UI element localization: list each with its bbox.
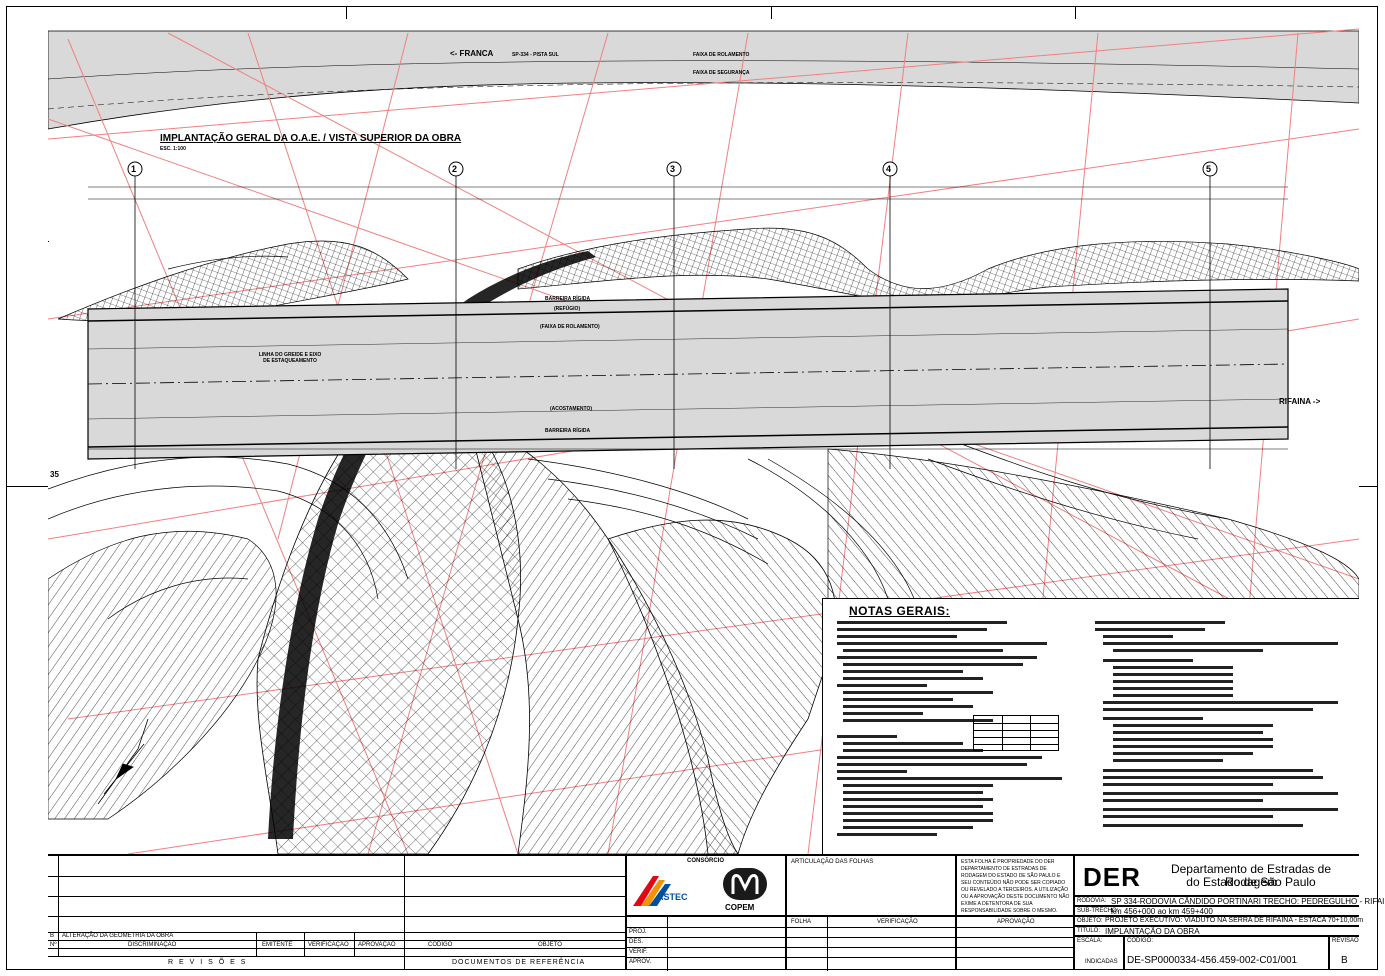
ownership-text: ESTA FOLHA É PROPRIEDADE DO DER DEPARTAM… (961, 859, 1070, 914)
resp-row-verif: VERIF. (629, 949, 648, 955)
responsibles-table: PROJ. DES. VERIF. APROV. (626, 916, 787, 971)
escala-label: ESCALA: (1077, 938, 1103, 944)
deck-refuge-label: (REFÚGIO) (554, 306, 581, 312)
revisao-value: B (1341, 955, 1348, 966)
deck-center-label: LINHA DO GREIDE E EIXO DE ESTAQUEAMENTO (258, 352, 322, 364)
direction-right-label: RIFAINA -> (1279, 397, 1321, 406)
revisao-label: REVISÃO (1332, 938, 1359, 944)
edge-tick (48, 241, 49, 242)
astec-logo: ASTEC (633, 876, 688, 906)
der-name-line-1: Departamento de Estradas de Rodagem (1170, 862, 1332, 889)
rev-header-verification: VERIFICAÇÃO (308, 942, 349, 948)
approval-table: APROVAÇÃO (956, 916, 1075, 970)
drawing-title: IMPLANTAÇÃO GERAL DA O.A.E. / VISTA SUPE… (160, 133, 462, 144)
copem-logo: COPEM (723, 868, 767, 912)
revisions-footer: R E V I S Õ E S (168, 959, 248, 966)
site-plan-drawing (48, 28, 1359, 854)
ownership-notice: ESTA FOLHA É PROPRIEDADE DO DER DEPARTAM… (956, 856, 1074, 916)
rev-header-approval: APROVAÇÃO (358, 942, 396, 948)
resp-row-des: DES. (629, 939, 644, 945)
resp-row-proj: PROJ. (629, 929, 647, 935)
edge-tick (1359, 486, 1378, 487)
deck-lane-label: (FAIXA DE ROLAMENTO) (540, 324, 600, 330)
objeto-label: OBJETO: (1077, 918, 1103, 924)
axis-label-3: 3 (670, 164, 676, 174)
general-notes-title: NOTAS GERAIS: (849, 604, 950, 618)
copem-logo-text: COPEM (725, 903, 755, 912)
rev-header-emitter: EMITENTE (262, 942, 293, 948)
rodovia-label: RODOVIA: (1077, 898, 1107, 904)
subtrecho-label: SUB-TRECHO: (1077, 908, 1119, 914)
deck-barrier-top-label: BARREIRA RÍGIDA (545, 296, 591, 302)
subtrecho-row: SUB-TRECHO: km 456+000 ao km 459+400 (1074, 906, 1359, 916)
der-header: DER Departamento de Estradas de Rodagem … (1074, 856, 1359, 896)
rev-row-letter: B (50, 933, 55, 939)
titulo-value: IMPLANTAÇÃO DA OBRA (1105, 927, 1200, 936)
axis-label-1: 1 (131, 164, 137, 174)
rev-header-no: Nº (50, 942, 57, 948)
road-top-label: SP-334 - PISTA SUL (512, 52, 559, 58)
titulo-row: TÍTULO: IMPLANTAÇÃO DA OBRA (1074, 926, 1359, 936)
folha-verification-table: FOLHA VERIFICAÇÃO (786, 916, 957, 971)
edge-tick (771, 6, 772, 19)
rodovia-row: RODOVIA: SP 334-RODOVIA CÂNDIDO PORTINAR… (1074, 896, 1385, 906)
titulo-label: TÍTULO: (1077, 928, 1101, 934)
consortium-label: CONSÓRCIO (687, 858, 725, 864)
title-block: B ALTERAÇÃO DA GEOMETRIA DA OBRA Nº DISC… (48, 854, 1385, 971)
der-logo: DER (1083, 862, 1141, 892)
consortium-logos: CONSÓRCIO ASTEC COPEM (626, 856, 786, 916)
astec-logo-text: ASTEC (657, 892, 688, 902)
revisao-cell: REVISÃO B (1329, 936, 1359, 970)
der-name-line-2: do Estado de São Paulo (1186, 875, 1316, 889)
codigo-label: CÓDIGO: (1127, 938, 1154, 944)
subtrecho-value: km 456+000 ao km 459+400 (1111, 907, 1213, 916)
lane-top-label: FAIXA DE ROLAMENTO (693, 52, 750, 58)
axis-label-2: 2 (452, 164, 458, 174)
ref-header-object: OBJETO (538, 942, 562, 948)
codigo-value: DE-SP0000334-456.459-002-C01/001 (1127, 955, 1298, 966)
deck-shoulder-label: (ACOSTAMENTO) (550, 406, 593, 412)
documents-footer: DOCUMENTOS DE REFERÊNCIA (452, 959, 586, 966)
aprovacao-label: APROVAÇÃO (997, 919, 1035, 925)
objeto-row: OBJETO: PROJETO EXECUTIVO: VIADUTO NA SE… (1074, 916, 1363, 926)
sheet-articulation: ARTICULAÇÃO DAS FOLHAS (786, 856, 956, 916)
deck-barrier-bottom-label: BARREIRA RÍGIDA (545, 428, 591, 434)
direction-left-label: <- FRANCA (450, 49, 494, 58)
edge-tick (1075, 6, 1076, 19)
rodovia-value: SP 334-RODOVIA CÂNDIDO PORTINARI TRECHO:… (1111, 897, 1385, 906)
escala-cell: ESCALA: INDICADAS (1074, 936, 1124, 970)
verificacao-label: VERIFICAÇÃO (877, 919, 918, 925)
rev-row-text: ALTERAÇÃO DA GEOMETRIA DA OBRA (62, 933, 174, 939)
folha-label: FOLHA (791, 919, 812, 925)
notes-table (973, 715, 1059, 751)
rev-header-discrimination: DISCRIMINAÇÃO (128, 942, 177, 948)
axis-label-5: 5 (1206, 164, 1212, 174)
revisions-table: B ALTERAÇÃO DA GEOMETRIA DA OBRA Nº DISC… (48, 856, 626, 970)
articulation-label: ARTICULAÇÃO DAS FOLHAS (791, 859, 874, 865)
escala-value: INDICADAS (1085, 959, 1118, 965)
objeto-value: PROJETO EXECUTIVO: VIADUTO NA SERRA DE R… (1105, 917, 1364, 924)
edge-tick (346, 6, 347, 19)
ref-header-code: CÓDIGO (428, 942, 453, 948)
general-notes-panel: NOTAS GERAIS: (822, 598, 1359, 854)
axis-label-4: 4 (886, 164, 892, 174)
lane-top-label-2: FAIXA DE SEGURANÇA (693, 70, 750, 76)
edge-tick (6, 486, 48, 487)
drawing-scale-note: ESC. 1:100 (160, 146, 186, 152)
codigo-cell: CÓDIGO: DE-SP0000334-456.459-002-C01/001 (1124, 936, 1329, 970)
resp-row-aprov: APROV. (629, 959, 652, 965)
side-section-label: 35 (50, 470, 59, 479)
